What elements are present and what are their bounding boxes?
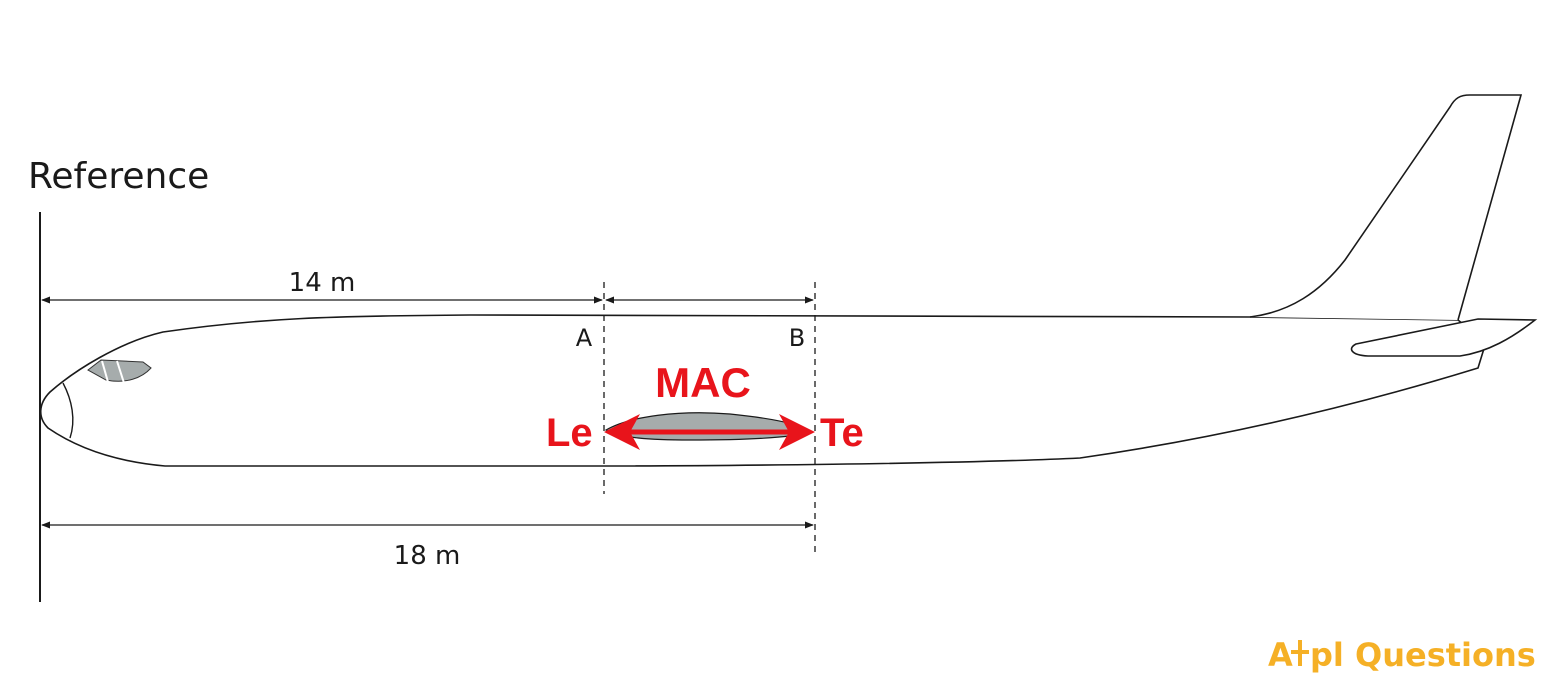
point-b-label: B — [789, 324, 805, 352]
cockpit-windows — [87, 359, 152, 384]
logo-prefix: A — [1268, 636, 1293, 674]
point-a-label: A — [576, 324, 593, 352]
vertical-stabilizer — [1249, 94, 1523, 321]
logo-suffix: pl Questions — [1310, 636, 1536, 674]
leading-edge-label: Le — [546, 411, 593, 455]
mac-label: MAC — [655, 359, 751, 406]
atpl-questions-logo: A pl Questions — [1268, 636, 1536, 674]
logo-plane-icon — [1291, 640, 1309, 666]
trailing-edge-label: Te — [820, 411, 864, 455]
fuselage-outline — [39, 314, 1487, 467]
nose-cone-line — [62, 382, 74, 439]
dimension-label-18m: 18 m — [394, 541, 461, 571]
reference-label: Reference — [28, 156, 209, 197]
horizontal-stabilizer — [1350, 318, 1538, 357]
dimension-label-14m: 14 m — [289, 268, 356, 298]
mac-arrow — [604, 414, 815, 450]
